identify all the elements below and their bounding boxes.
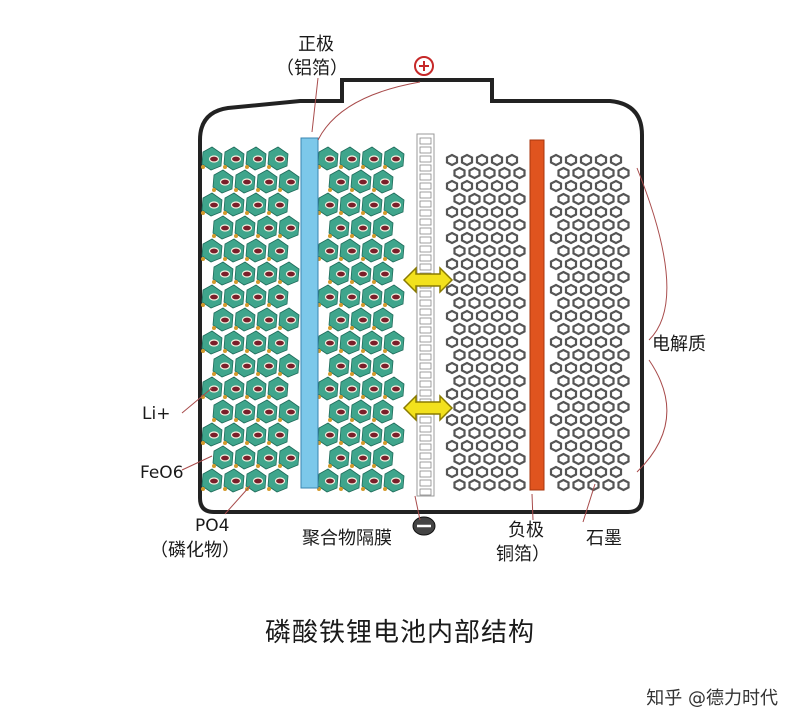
diagram-caption: 磷酸铁锂电池内部结构 [264, 618, 535, 648]
graphite-anode-right [549, 153, 630, 492]
po4-phosphide-label: （磷化物） [150, 540, 240, 561]
anode-label: 负极 [508, 520, 544, 541]
battery-shell [198, 78, 644, 514]
cathode-foil-label: （铝箔） [276, 58, 348, 79]
watermark: 知乎 @德力时代 [646, 688, 778, 709]
po4-label: PO4 [195, 516, 230, 536]
graphite-anode-left [445, 153, 526, 492]
electrolyte-label: 电解质 [652, 334, 706, 355]
graphite-label: 石墨 [586, 528, 622, 549]
leader-lines [181, 77, 668, 523]
feo6-label: FeO6 [140, 463, 184, 483]
aluminum-foil [300, 137, 319, 489]
ion-arrow-bottom [402, 394, 454, 422]
separator-label: 聚合物隔膜 [302, 528, 392, 549]
li-ion-label: Li+ [142, 404, 171, 424]
cathode-crystal-right [317, 146, 405, 493]
polymer-separator [416, 133, 435, 497]
cathode-crystal-left [201, 146, 300, 493]
anode-foil-label: 铜箔） [496, 544, 550, 565]
cathode-label: 正极 [298, 34, 334, 55]
ion-arrow-top [402, 266, 454, 294]
copper-foil [529, 139, 545, 491]
